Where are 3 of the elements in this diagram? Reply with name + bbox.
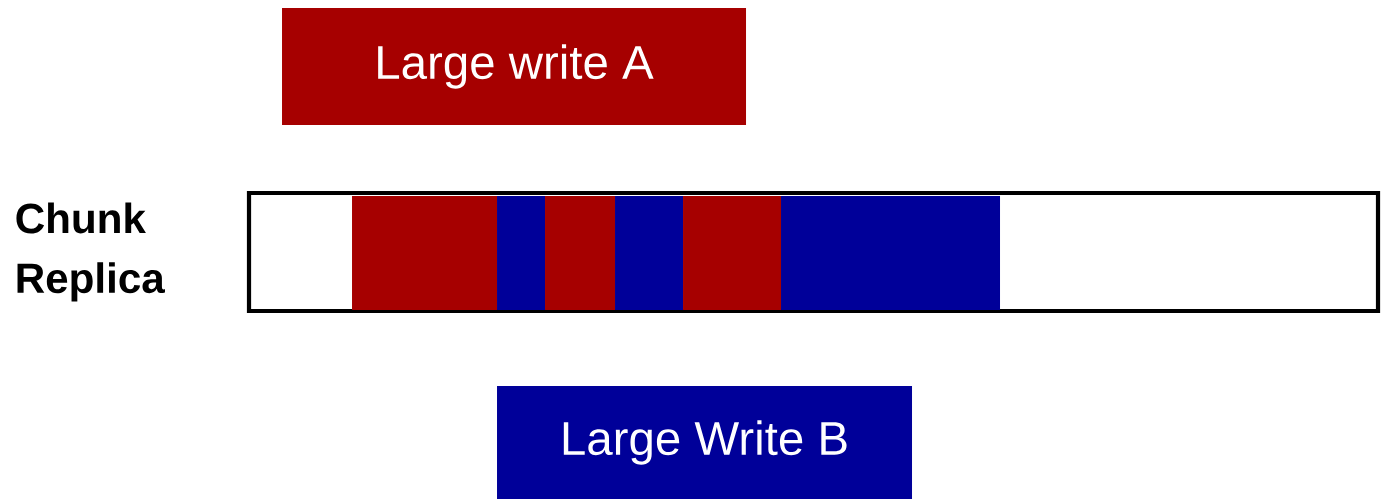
write-box: Large write A — [282, 8, 746, 125]
chunk-label: Chunk Replica — [16, 202, 165, 302]
write-box: Large Write B — [497, 386, 912, 499]
